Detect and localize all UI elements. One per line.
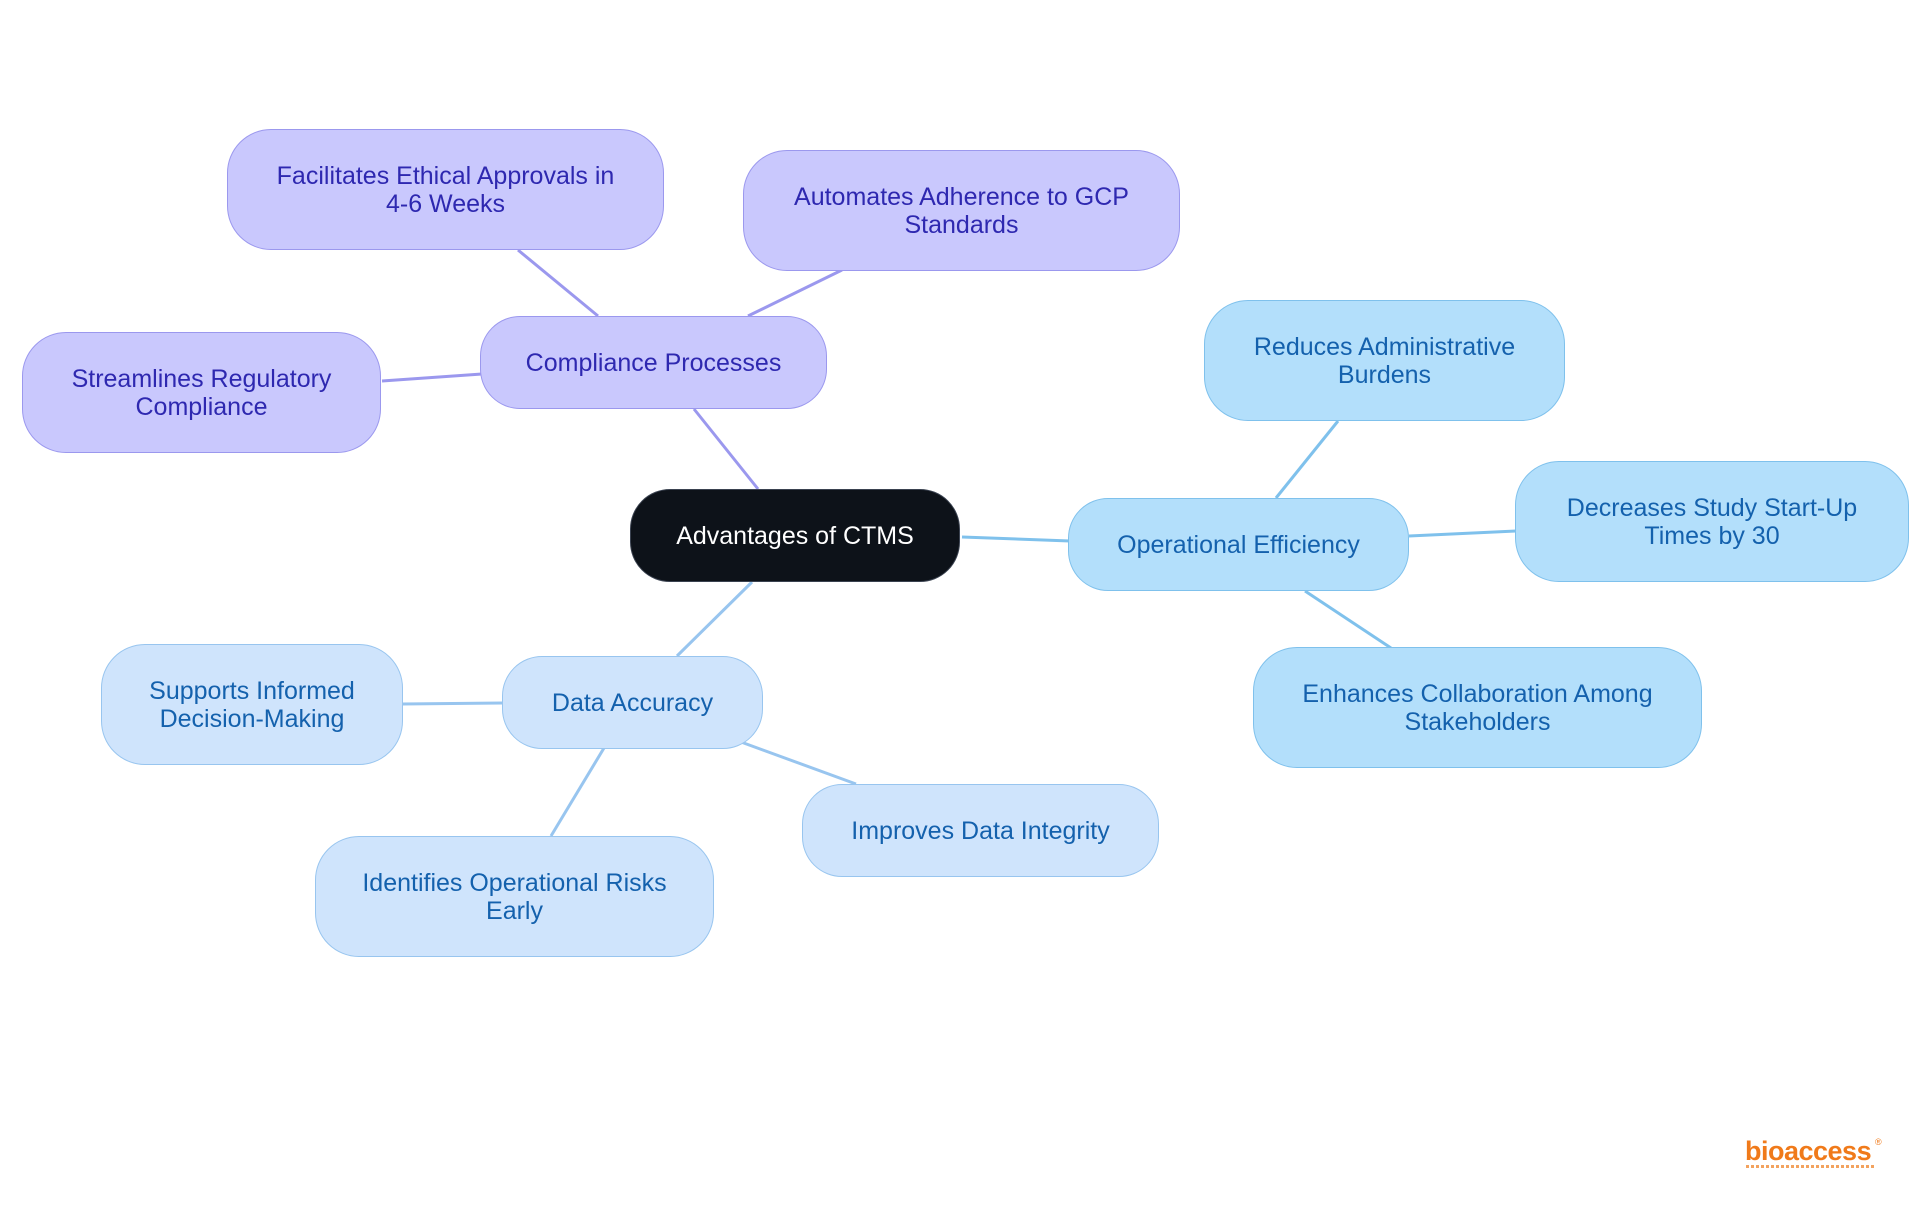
leaf-label-line: Streamlines Regulatory xyxy=(71,364,332,393)
leaf-node-stakeholder-collaboration[interactable]: Enhances Collaboration Among Stakeholder… xyxy=(1253,647,1702,768)
logo-tagline-strip xyxy=(1746,1165,1876,1168)
leaf-label-line: Identifies Operational Risks xyxy=(362,868,667,897)
branch-label-operational: Operational Efficiency xyxy=(1117,530,1360,559)
leaf-label-line: Times by 30 xyxy=(1644,521,1780,550)
leaf-label-line: Enhances Collaboration Among xyxy=(1302,679,1653,708)
root-node-label: Advantages of CTMS xyxy=(676,521,914,550)
leaf-node-regulatory-compliance[interactable]: Streamlines Regulatory Compliance xyxy=(22,332,381,453)
leaf-label-line: 4-6 Weeks xyxy=(385,189,505,218)
leaf-label-line: Early xyxy=(486,896,543,925)
edge-operational-startup xyxy=(1408,529,1517,538)
leaf-node-operational-risks[interactable]: Identifies Operational Risks Early xyxy=(315,836,714,957)
leaf-label-line: Automates Adherence to GCP xyxy=(794,182,1129,211)
leaf-label-line: Decreases Study Start-Up xyxy=(1566,493,1858,522)
edge-operational-admin xyxy=(1274,420,1340,499)
leaf-label-line: Burdens xyxy=(1337,360,1432,389)
edge-root-accuracy xyxy=(675,580,754,658)
logo-wordmark: bioaccess xyxy=(1745,1136,1872,1166)
branch-label-accuracy: Data Accuracy xyxy=(551,688,714,717)
leaf-label-line: Facilitates Ethical Approvals in xyxy=(276,161,615,190)
edge-accuracy-risks xyxy=(549,747,606,837)
edge-compliance-gcp xyxy=(747,268,843,318)
bioaccess-logo: bioaccess ® xyxy=(1745,1137,1885,1171)
leaf-node-ethical-approvals[interactable]: Facilitates Ethical Approvals in 4-6 Wee… xyxy=(227,129,664,250)
leaf-node-gcp-standards[interactable]: Automates Adherence to GCP Standards xyxy=(743,150,1180,271)
leaf-label-line: Supports Informed xyxy=(149,676,355,705)
leaf-label-line: Decision-Making xyxy=(159,704,345,733)
leaf-node-data-integrity[interactable]: Improves Data Integrity xyxy=(802,784,1159,877)
branch-node-operational[interactable]: Operational Efficiency xyxy=(1068,498,1409,591)
edge-accuracy-decision xyxy=(401,701,504,706)
leaf-label-line: Standards xyxy=(904,210,1019,239)
leaf-node-start-up-times[interactable]: Decreases Study Start-Up Times by 30 xyxy=(1515,461,1909,582)
root-node[interactable]: Advantages of CTMS xyxy=(630,489,960,582)
branch-label-compliance: Compliance Processes xyxy=(525,348,782,377)
edge-root-operational xyxy=(961,535,1071,543)
edge-compliance-ethical xyxy=(517,248,599,318)
leaf-label-line: Reduces Administrative xyxy=(1253,332,1516,361)
leaf-node-administrative-burdens[interactable]: Reduces Administrative Burdens xyxy=(1204,300,1565,421)
leaf-label-line: Compliance xyxy=(135,392,268,421)
branch-node-compliance[interactable]: Compliance Processes xyxy=(480,316,827,409)
edge-compliance-regulatory xyxy=(381,372,483,383)
branch-node-accuracy[interactable]: Data Accuracy xyxy=(502,656,763,749)
edge-root-compliance xyxy=(692,408,760,490)
edge-accuracy-integrity xyxy=(740,740,857,786)
leaf-label-line: Improves Data Integrity xyxy=(851,816,1110,845)
leaf-node-informed-decision-making[interactable]: Supports Informed Decision-Making xyxy=(101,644,403,765)
leaf-label-line: Stakeholders xyxy=(1404,707,1551,736)
logo-registered-mark: ® xyxy=(1875,1137,1882,1147)
edge-operational-collab xyxy=(1304,589,1392,650)
